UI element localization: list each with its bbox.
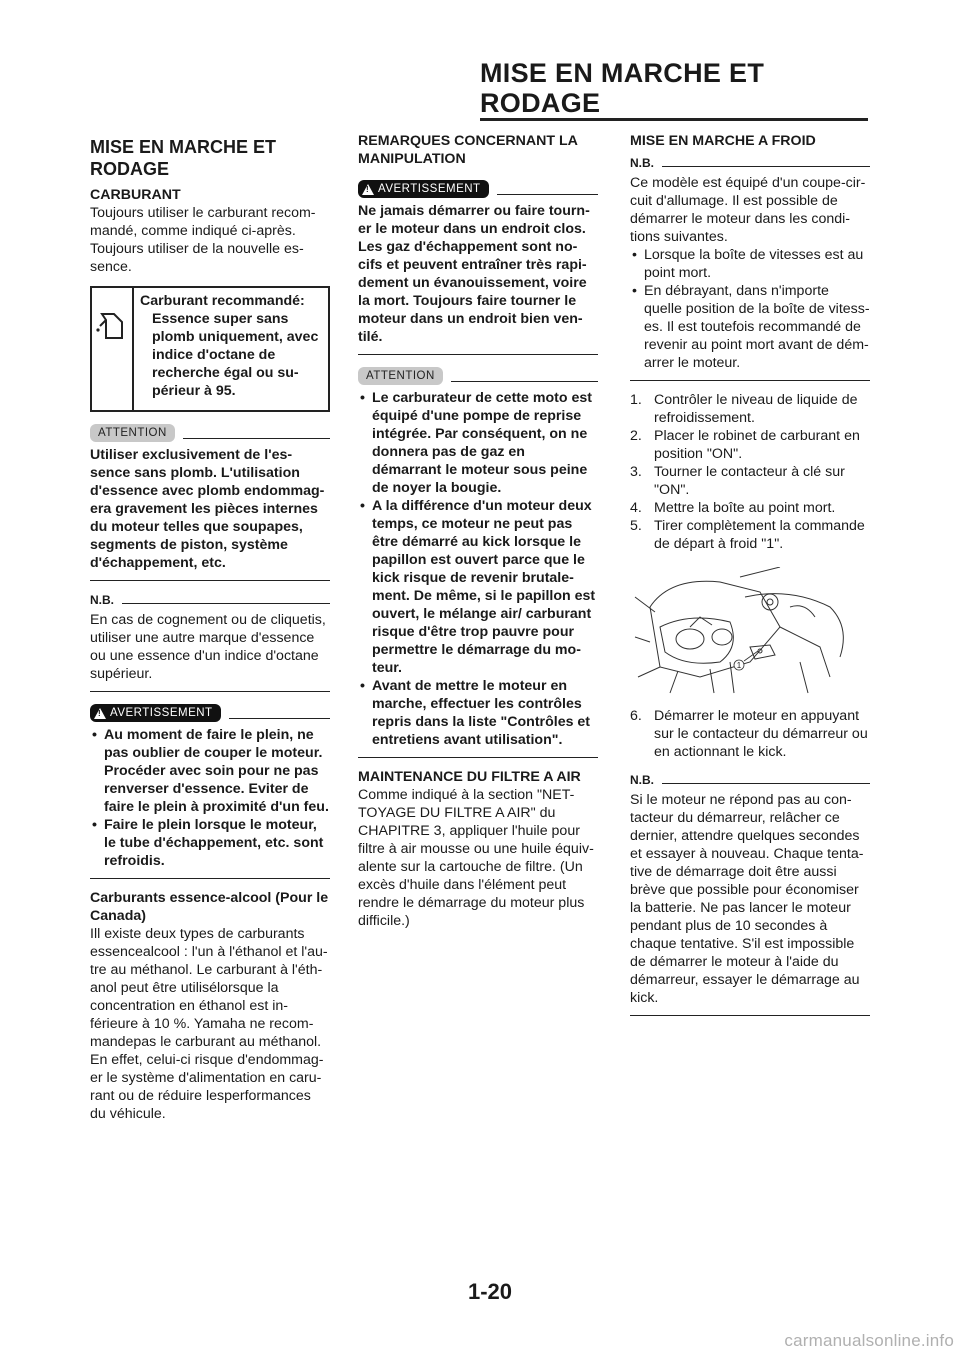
fuel-heading: CARBURANT — [90, 187, 181, 203]
divider — [90, 580, 330, 581]
nb-text: Si le moteur ne répond pas au con-tacteu… — [630, 792, 864, 1006]
step-item: 5.Tirer complètement la commande de dépa… — [630, 518, 865, 552]
step-item: 2.Placer le robinet de carburant en posi… — [630, 428, 860, 462]
fuel-box-title: Carburant recommandé: — [140, 293, 305, 309]
figure-callout-1: 1 — [737, 661, 742, 670]
nb-text: En cas de cognement ou de cliquetis, uti… — [90, 612, 326, 682]
list-item: En débrayant, dans n'importe quelle posi… — [630, 282, 870, 372]
warning-text: Ne jamais démarrer ou faire tourn-er le … — [358, 203, 590, 345]
attention-label: ATTENTION — [358, 367, 598, 385]
step-item: 6.Démarrer le moteur en appuyant sur le … — [630, 708, 868, 760]
list-item: Le carburateur de cette moto est équipé … — [358, 389, 598, 497]
list-item: Lorsque la boîte de vitesses est au poin… — [630, 246, 870, 282]
carburetor-figure: 1 — [630, 566, 868, 697]
step-item: 4.Mettre la boîte au point mort. — [630, 500, 836, 516]
divider — [358, 757, 598, 758]
attention-text: Utiliser exclusivement de l'es-sence san… — [90, 447, 325, 571]
divider — [630, 380, 870, 381]
step-item: 3.Tourner le contacteur à clé sur "ON". — [630, 464, 845, 498]
warning-icon — [362, 183, 374, 195]
steps-list: 1.Contrôler le niveau de liquide de refr… — [630, 391, 870, 553]
column-1: MISE EN MARCHE ET RODAGE CARBURANT Toujo… — [90, 130, 330, 1123]
handling-heading: REMARQUES CONCERNANT LA MANIPULATION — [358, 133, 578, 167]
column-2: REMARQUES CONCERNANT LA MANIPULATION AVE… — [358, 130, 598, 930]
warning-list: Au moment de faire le plein, ne pas oubl… — [90, 726, 330, 870]
filter-heading: MAINTENANCE DU FILTRE A AIR — [358, 769, 581, 785]
page-number: 1-20 — [467, 1279, 513, 1304]
filter-text: Comme indiqué à la section "NET-TOYAGE D… — [358, 787, 594, 929]
divider — [358, 354, 598, 355]
list-item: Au moment de faire le plein, ne pas oubl… — [90, 726, 330, 816]
list-item: A la différence d'un moteur deux temps, … — [358, 497, 598, 677]
attention-label: ATTENTION — [90, 424, 330, 442]
list-item: Faire le plein lorsque le moteur, le tub… — [90, 816, 330, 870]
attention-list: Le carburateur de cette moto est équipé … — [358, 389, 598, 749]
nb-label: N.B. — [630, 156, 870, 170]
footer-watermark: carmanualsonline.info — [784, 1331, 954, 1350]
warning-icon — [94, 707, 106, 719]
column-3: MISE EN MARCHE A FROID N.B. Ce modèle es… — [630, 130, 870, 1026]
nb-list: Lorsque la boîte de vitesses est au poin… — [630, 246, 870, 372]
divider — [90, 878, 330, 879]
steps-list-cont: 6.Démarrer le moteur en appuyant sur le … — [630, 707, 870, 761]
alcohol-text: Ill existe deux types de carburants esse… — [90, 926, 328, 1122]
nb-label: N.B. — [630, 773, 870, 787]
warning-label: AVERTISSEMENT — [358, 180, 598, 198]
section-title: MISE EN MARCHE ET RODAGE — [90, 137, 277, 179]
fuel-spec-box: Carburant recommandé: Essence super sans… — [90, 286, 330, 412]
fuel-pump-icon — [92, 288, 134, 410]
list-item: Avant de mettre le moteur en marche, eff… — [358, 677, 598, 749]
warning-label: AVERTISSEMENT — [90, 704, 330, 722]
title-rule — [480, 118, 868, 121]
nb-label: N.B. — [90, 593, 330, 607]
divider — [630, 1015, 870, 1016]
fuel-text: Toujours utiliser le carburant recom-man… — [90, 205, 316, 275]
nb-text: Ce modèle est équipé d'un coupe-cir-cuit… — [630, 175, 866, 245]
cold-start-heading: MISE EN MARCHE A FROID — [630, 133, 816, 149]
step-item: 1.Contrôler le niveau de liquide de refr… — [630, 392, 858, 426]
alcohol-heading: Carburants essence-alcool (Pour le Canad… — [90, 890, 329, 924]
divider — [90, 691, 330, 692]
page-title: MISE EN MARCHE ET RODAGE — [480, 58, 765, 118]
fuel-box-text: Essence super sans plomb uniquement, ave… — [152, 311, 319, 399]
